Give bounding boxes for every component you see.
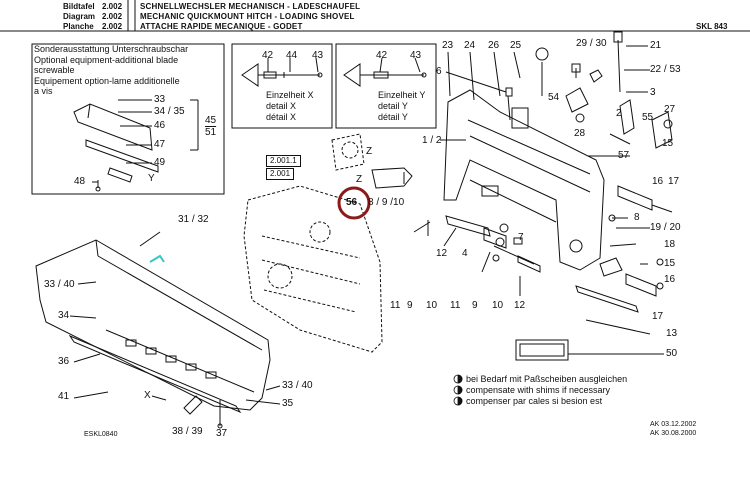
part-22-53[interactable]: 22 / 53 [650,64,681,75]
part-27[interactable]: 27 [664,104,676,115]
part-7[interactable]: 7 [518,232,524,243]
detail-x-part-42: 42 [262,50,274,61]
ref-box-2001-1[interactable]: 2.001.1 [266,155,301,167]
part-26[interactable]: 26 [488,40,500,51]
legend-line-fr: compenser par cales si besion est [466,396,603,406]
option-line-3: screwable [34,65,75,75]
detail-y-part-42: 42 [376,50,388,61]
part-8-9-10-center[interactable]: 8 / 9 /10 [368,197,405,208]
part-24[interactable]: 24 [464,40,476,51]
header-title-de: SCHNELLWECHSLER MECHANISCH - LADESCHAUFE… [140,2,361,11]
option-line-2: Optional equipment-additional blade [34,55,179,65]
part-41[interactable]: 41 [58,391,70,402]
part-10-left[interactable]: 10 [426,300,438,311]
part-2[interactable]: 2 [616,108,622,119]
part-15-top[interactable]: 15 [662,138,674,149]
legend-line-de: bei Bedarf mit Paßscheiben ausgleichen [466,374,628,384]
part-6[interactable]: 6 [436,66,442,77]
footer-date-1: AK 03.12.2002 [650,421,697,428]
header-value-bildtafel: 2.002 [102,2,123,11]
option-line-1: Sonderausstattung Unterschraubschar [34,44,189,54]
header-value-planche: 2.002 [102,22,123,31]
detail-y-line-1: Einzelheit Y [378,90,426,100]
part-17-top[interactable]: 17 [668,176,680,187]
part-48[interactable]: 48 [74,176,86,187]
part-1-2[interactable]: 1 / 2 [422,135,442,146]
detail-y-part-43: 43 [410,50,422,61]
header-label-bildtafel: Bildtafel [63,2,95,11]
part-3[interactable]: 3 [650,87,656,98]
part-35[interactable]: 35 [282,398,294,409]
part-46[interactable]: 46 [154,120,166,131]
part-57[interactable]: 57 [618,150,630,161]
detail-x-line-3: détail X [266,112,297,122]
detail-x-line-2: detail X [266,101,297,111]
part-34[interactable]: 34 [58,310,70,321]
footer-date-2: AK 30.08.2000 [650,430,697,437]
part-4[interactable]: 4 [462,248,468,259]
header-label-diagram: Diagram [63,12,96,21]
part-11-left[interactable]: 11 [390,300,401,311]
option-line-5: a vis [34,86,53,96]
part-51[interactable]: 51 [205,127,217,138]
part-29-30[interactable]: 29 / 30 [576,38,607,49]
option-line-4: Equipement option-lame additionelle [34,76,180,86]
label-z-bottom: Z [356,174,363,185]
part-23[interactable]: 23 [442,40,454,51]
part-34-35[interactable]: 34 / 35 [154,106,185,117]
part-55[interactable]: 55 [642,112,654,123]
label-y: Y [148,173,155,184]
part-54[interactable]: 54 [548,92,560,103]
part-33-40-left[interactable]: 33 / 40 [44,279,75,290]
part-47[interactable]: 47 [154,139,166,150]
part-16-bottom[interactable]: 16 [664,274,676,285]
part-8-right[interactable]: 8 [634,212,640,223]
footer-drawing-code: ESKL0840 [84,431,118,438]
legend-line-en: compensate with shims if necessary [466,385,611,395]
part-33-40-right[interactable]: 33 / 40 [282,380,313,391]
part-45[interactable]: 45 [205,115,217,126]
part-11-right[interactable]: 11 [450,300,461,311]
detail-x-part-44: 44 [286,50,298,61]
header-title-en: MECHANIC QUICKMOUNT HITCH - LOADING SHOV… [140,12,355,21]
part-16-top[interactable]: 16 [652,176,664,187]
detail-x-part-43: 43 [312,50,324,61]
part-10-right[interactable]: 10 [492,300,504,311]
detail-y-line-3: détail Y [378,112,408,122]
part-25[interactable]: 25 [510,40,522,51]
header-code: SKL 843 [696,22,728,31]
part-31-32[interactable]: 31 / 32 [178,214,209,225]
part-56-highlighted[interactable]: 56 [346,197,358,208]
part-12-bottom[interactable]: 12 [514,300,526,311]
part-38-39[interactable]: 38 / 39 [172,426,203,437]
detail-x-line-1: Einzelheit X [266,90,314,100]
label-x: X [144,390,151,401]
part-37[interactable]: 37 [216,428,228,439]
header-title-fr: ATTACHE RAPIDE MECANIQUE - GODET [140,22,303,31]
header-label-planche: Planche [63,22,94,31]
part-50[interactable]: 50 [666,348,678,359]
part-17-bottom[interactable]: 17 [652,311,664,322]
part-13[interactable]: 13 [666,328,678,339]
part-19-20[interactable]: 19 / 20 [650,222,681,233]
part-21[interactable]: 21 [650,40,662,51]
header-value-diagram: 2.002 [102,12,123,21]
part-33[interactable]: 33 [154,94,166,105]
part-12-left[interactable]: 12 [436,248,448,259]
part-28[interactable]: 28 [574,128,586,139]
part-36[interactable]: 36 [58,356,70,367]
part-15-bottom[interactable]: 15 [664,258,676,269]
part-18[interactable]: 18 [664,239,676,250]
part-49[interactable]: 49 [154,157,166,168]
part-9-right[interactable]: 9 [472,300,478,311]
part-9-left[interactable]: 9 [407,300,413,311]
label-z-top: Z [366,146,373,157]
detail-y-line-2: detail Y [378,101,408,111]
ref-box-2001[interactable]: 2.001 [266,168,295,180]
